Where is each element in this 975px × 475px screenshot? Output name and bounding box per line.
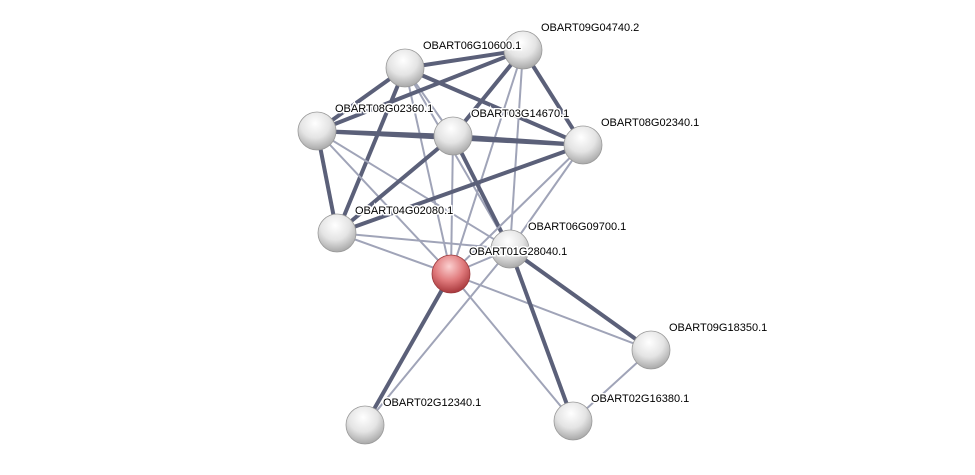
edge-D-F[interactable] (335, 134, 455, 235)
edge-E-G[interactable] (450, 144, 584, 275)
edge-G-I[interactable] (450, 273, 652, 351)
protein-node[interactable] (297, 111, 337, 151)
protein-node[interactable] (490, 229, 530, 269)
node-label: OBART04G02080.1 (355, 205, 453, 217)
labels: OBART06G10600.1 OBART09G04740.2OBART08G02… (334, 21, 769, 411)
edge-A-G[interactable] (404, 67, 452, 275)
edge-F-G[interactable] (336, 232, 452, 275)
node-label: OBART08G02360.1 (335, 103, 433, 115)
protein-node[interactable] (553, 401, 593, 441)
node-label: OBART02G12340.1 (383, 397, 481, 409)
edge-G-J[interactable] (363, 273, 453, 426)
edge-B-C[interactable] (316, 48, 524, 133)
protein-node[interactable] (563, 125, 603, 165)
edge-C-G[interactable] (316, 130, 452, 275)
edge-D-H[interactable] (451, 135, 512, 250)
edge-F-H[interactable] (336, 232, 511, 250)
node-label: OBART08G02340.1 (601, 117, 699, 129)
edge-A-B[interactable] (404, 48, 524, 70)
protein-node[interactable] (631, 330, 671, 370)
edge-B-H[interactable] (509, 49, 524, 250)
node-label: OBART06G09700.1 (528, 221, 626, 233)
protein-node[interactable] (385, 48, 425, 88)
node-label: OBART01G28040.1 (469, 246, 567, 258)
edge-H-J[interactable] (364, 248, 511, 426)
node-label: OBART09G18350.1 (669, 322, 767, 334)
node-label: OBART03G14670.1 (471, 108, 569, 120)
edge-G-K[interactable] (450, 273, 574, 422)
query-protein-node[interactable] (431, 254, 471, 294)
protein-node[interactable] (345, 405, 385, 445)
edge-B-G[interactable] (450, 49, 524, 275)
edge-A-E[interactable] (404, 66, 584, 147)
edge-E-F[interactable] (336, 143, 584, 235)
node-label: OBART09G04740.2 (541, 22, 639, 34)
protein-node[interactable] (433, 116, 473, 156)
nodes (297, 30, 671, 445)
edge-A-H[interactable] (404, 67, 511, 250)
node-label: OBART06G10600.1 (423, 40, 521, 52)
edge-D-E[interactable] (452, 134, 584, 147)
edge-H-K[interactable] (508, 248, 575, 422)
edge-H-I[interactable] (508, 247, 653, 352)
edge-A-F[interactable] (335, 67, 407, 234)
edge-D-G[interactable] (450, 135, 454, 275)
protein-node[interactable] (503, 30, 543, 70)
edge-C-H[interactable] (316, 130, 511, 250)
node-label: OBART02G16380.1 (591, 393, 689, 405)
protein-node[interactable] (317, 213, 357, 253)
edge-E-H[interactable] (509, 144, 584, 250)
